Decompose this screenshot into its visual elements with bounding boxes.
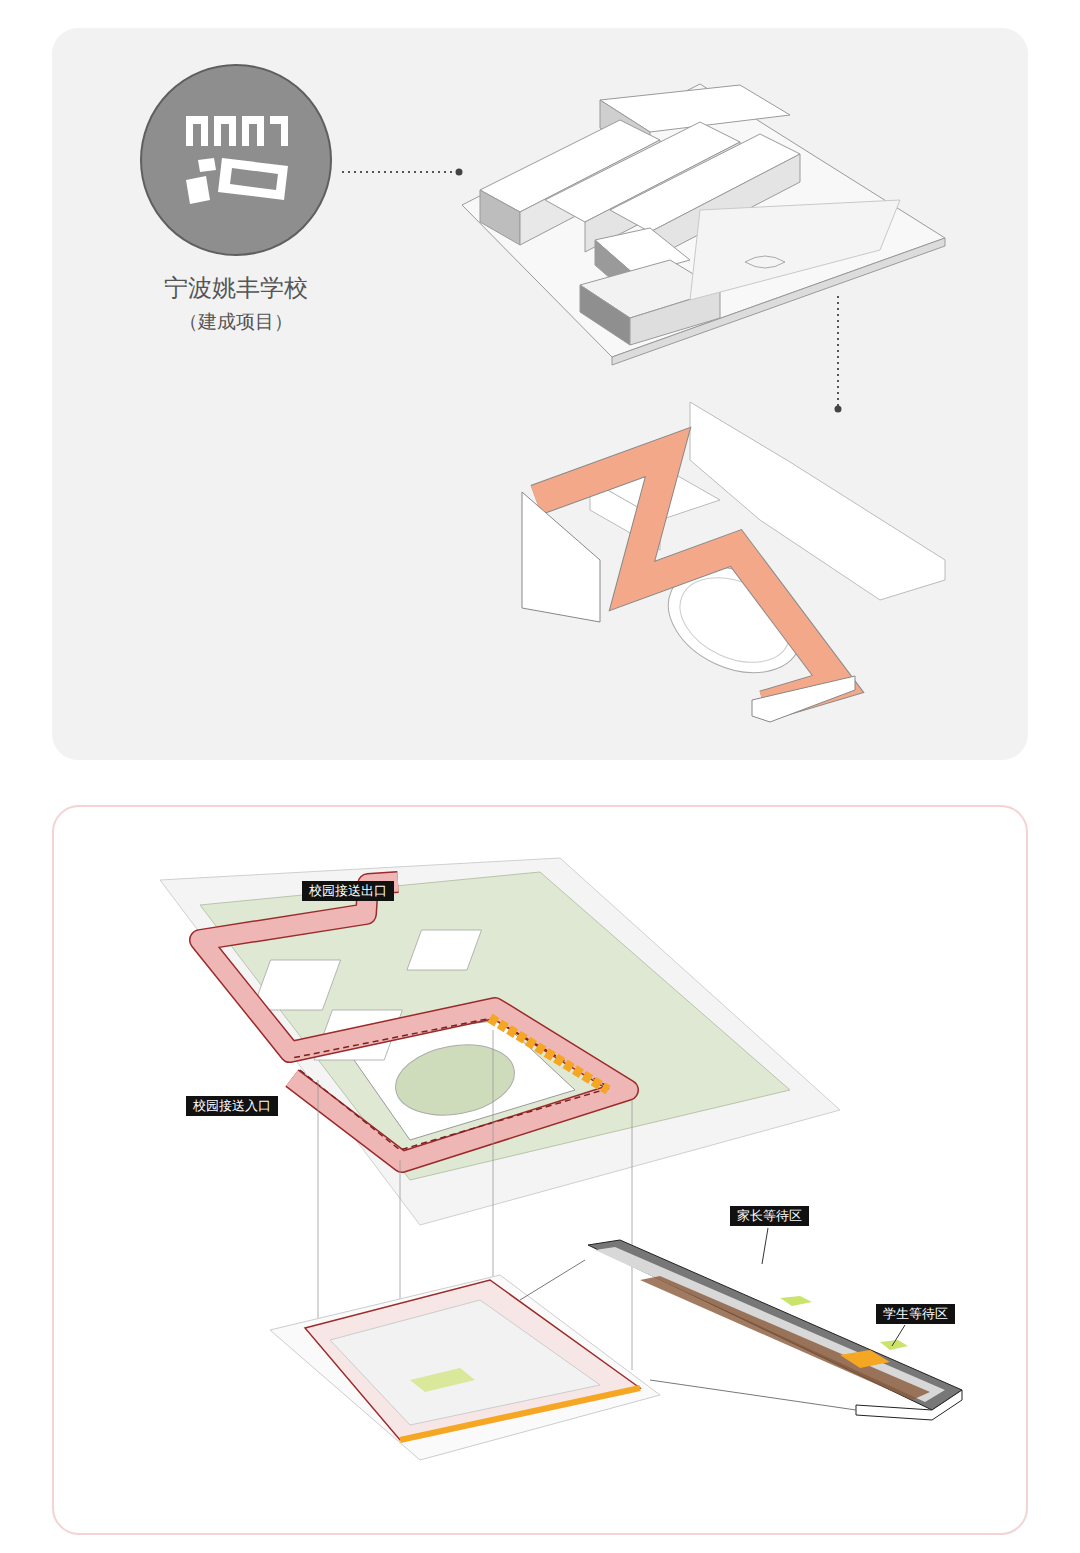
node-label: 宁波姚丰学校 [111, 273, 361, 303]
node-sublabel: （建成项目） [111, 307, 361, 335]
leader-line [762, 1228, 768, 1264]
basement-plan [270, 1240, 962, 1460]
pickup-band-model [522, 402, 945, 722]
bottom-panel [53, 806, 1027, 1534]
logo-circle: 宁波姚丰学校 （建成项目） [111, 65, 361, 335]
node-label: 校园接送出口 [309, 883, 387, 899]
dotted-leader [342, 171, 456, 173]
leader-dot [456, 169, 463, 176]
callout-tag: 校园接送入口 [186, 1096, 278, 1116]
leader-dot [835, 406, 842, 413]
callout-tag: 校园接送出口 [302, 881, 394, 901]
callout-tag: 家长等待区 [730, 1206, 809, 1226]
site-plan [0, 858, 840, 1225]
node-label: 学生等待区 [883, 1306, 948, 1322]
campus-model [462, 84, 945, 365]
logo [141, 65, 331, 255]
callout-tag: 学生等待区 [876, 1304, 955, 1324]
dotted-leader [837, 296, 839, 406]
top-panel [52, 28, 1028, 760]
node-label: 家长等待区 [737, 1208, 802, 1224]
leader-line [892, 1325, 905, 1346]
node-label: 校园接送入口 [193, 1098, 271, 1114]
